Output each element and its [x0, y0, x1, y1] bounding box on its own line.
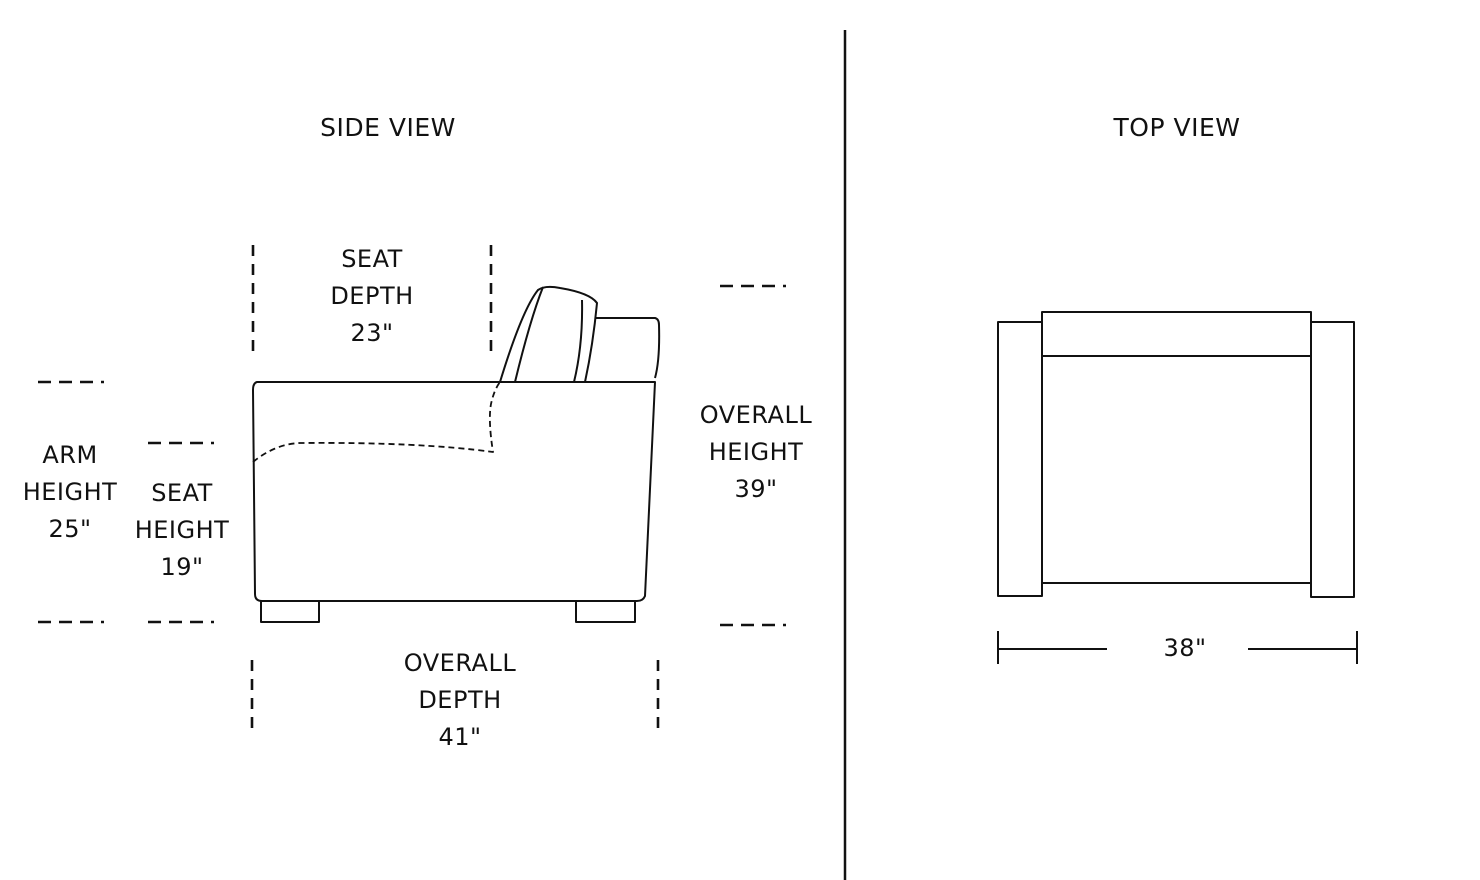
arm-height-label-line1: ARM [42, 441, 98, 469]
seat-height-label: SEAT HEIGHT 19" [112, 475, 252, 586]
chair-back-cushion-seam [573, 299, 584, 383]
top-view-title: TOP VIEW [1113, 113, 1241, 142]
overall-height-label: OVERALL HEIGHT 39" [676, 397, 836, 508]
overall-depth-label-line1: OVERALL [403, 649, 517, 677]
seat-depth-label: SEAT DEPTH 23" [292, 241, 452, 352]
chair-leg-back [575, 600, 636, 623]
chair-back-cushion-inner [514, 286, 544, 383]
overall-depth-label: OVERALL DEPTH 41" [380, 645, 540, 756]
seat-cushion-dashed [252, 381, 501, 463]
overall-depth-label-line2: DEPTH [418, 686, 502, 714]
overall-height-label-line2: HEIGHT [708, 438, 804, 466]
chair-leg-front [260, 600, 320, 623]
overall-height-value: 39" [734, 475, 778, 503]
chair-body-outline [252, 381, 656, 602]
top-seat [1041, 355, 1312, 584]
top-arm-left [997, 321, 1043, 597]
arm-height-value: 25" [48, 515, 92, 543]
seat-depth-label-line1: SEAT [341, 245, 403, 273]
top-view-width-value: 38" [1163, 634, 1207, 662]
chair-backrest-panel [596, 317, 661, 379]
seat-depth-label-line2: DEPTH [330, 282, 414, 310]
arm-height-label: ARM HEIGHT 25" [0, 437, 140, 548]
overall-depth-value: 41" [438, 723, 482, 751]
arm-height-label-line2: HEIGHT [22, 478, 118, 506]
seat-height-label-line1: SEAT [151, 479, 213, 507]
overall-height-label-line1: OVERALL [699, 401, 813, 429]
chair-back-cushion-outer [499, 285, 598, 383]
side-view-title: SIDE VIEW [320, 113, 456, 142]
seat-height-value: 19" [160, 553, 204, 581]
seat-height-label-line2: HEIGHT [134, 516, 230, 544]
seat-depth-value: 23" [350, 319, 394, 347]
top-arm-right [1310, 321, 1355, 598]
top-backrest [1041, 311, 1312, 357]
